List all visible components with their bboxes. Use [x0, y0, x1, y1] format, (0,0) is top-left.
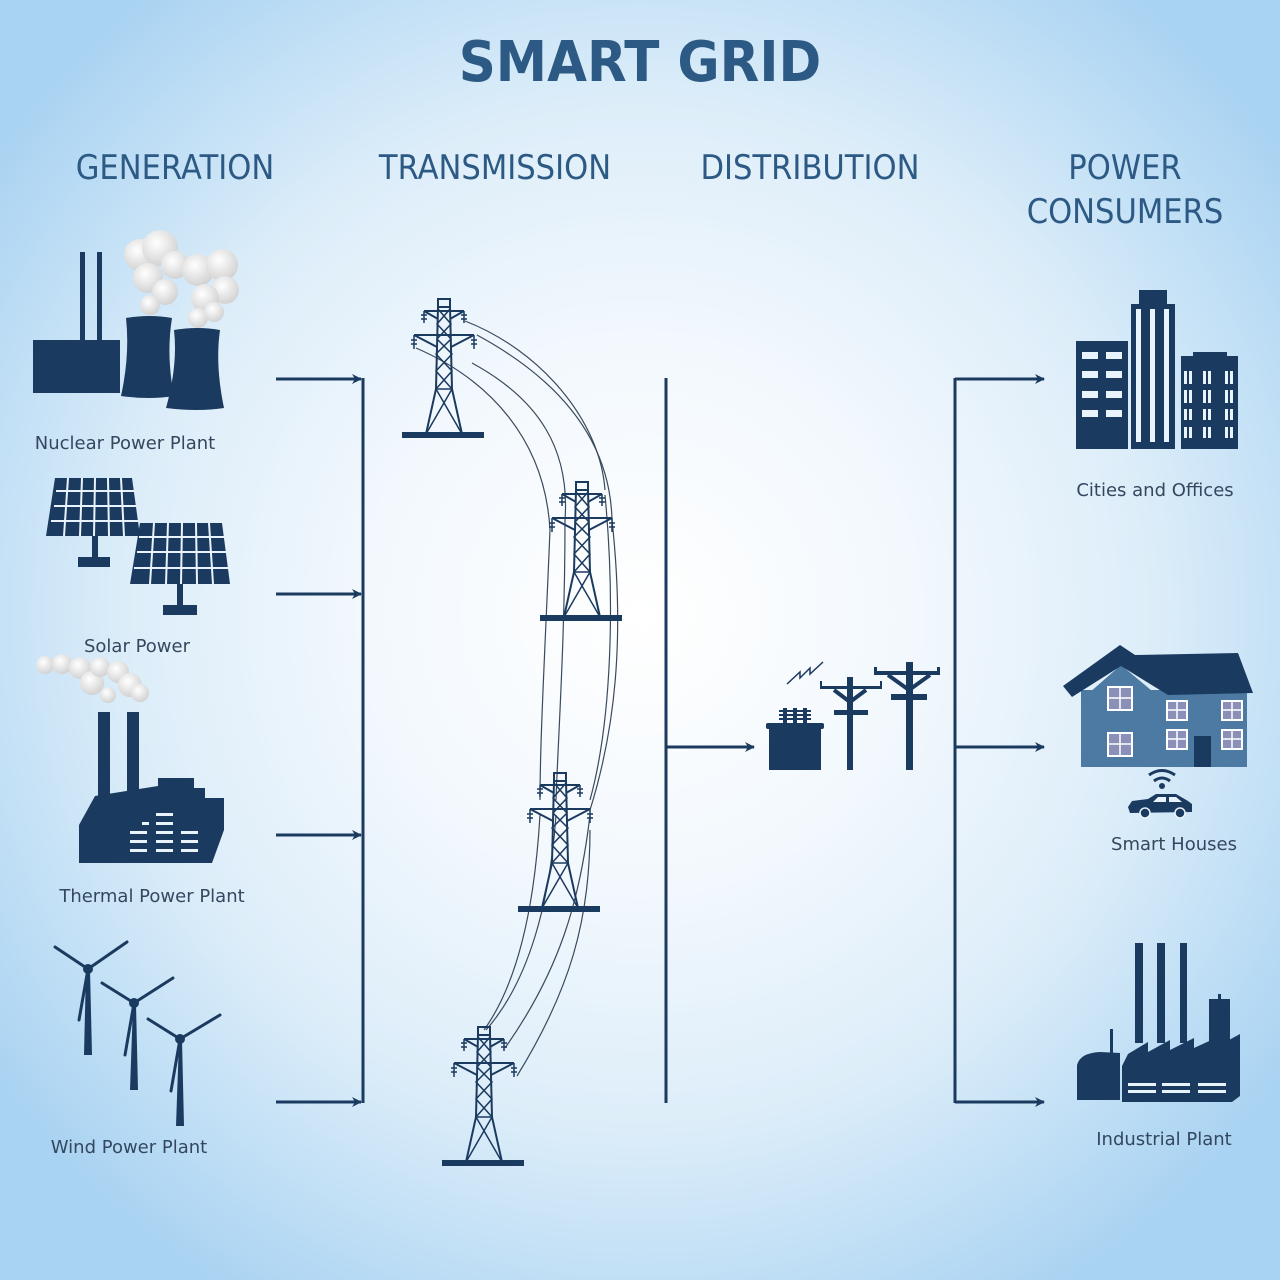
label-smart-houses: Smart Houses — [1111, 834, 1237, 855]
consumer-connectors — [953, 374, 1045, 1107]
wifi-dot-icon — [1159, 783, 1165, 789]
label-solar-power: Solar Power — [83, 636, 190, 657]
column-heading-consumers: POWER CONSUMERS — [1013, 146, 1238, 234]
transmission-tower-icon — [441, 1026, 525, 1167]
label-cities-and-offices: Cities and Offices — [1076, 480, 1234, 501]
label-wind-power-plant: Wind Power Plant — [50, 1137, 208, 1158]
solar-panel-icon — [46, 477, 230, 615]
column-heading-distribution: DISTRIBUTION — [700, 148, 920, 188]
transmission-tower-icon — [539, 481, 623, 622]
transmission-wires — [415, 320, 619, 1077]
column-heading-transmission: TRANSMISSION — [378, 148, 612, 188]
nuclear-plant-icon — [33, 230, 239, 410]
column-heading-consumers-line1: POWER — [1068, 148, 1182, 188]
distribution-connectors — [664, 378, 755, 1103]
column-heading-generation: GENERATION — [75, 148, 275, 188]
label-nuclear-power-plant: Nuclear Power Plant — [34, 433, 216, 454]
transmission-towers — [401, 298, 623, 1167]
car-icon — [1128, 794, 1192, 819]
smart-house-icon — [1063, 645, 1253, 819]
transmission-tower-icon — [517, 772, 601, 913]
wind-turbine-icon — [53, 940, 222, 1126]
city-buildings-icon — [1076, 290, 1238, 449]
transmission-tower-icon — [401, 298, 485, 439]
transformer-and-poles-icon — [766, 661, 940, 770]
industrial-plant-icon — [1077, 943, 1240, 1102]
wifi-icon — [1148, 769, 1176, 783]
generation-connectors — [276, 374, 365, 1107]
label-industrial-plant: Industrial Plant — [1096, 1129, 1232, 1150]
label-thermal-power-plant: Thermal Power Plant — [59, 886, 245, 907]
column-heading-consumers-line2: CONSUMERS — [1026, 192, 1224, 232]
page-title: SMART GRID — [458, 30, 822, 95]
thermal-plant-icon — [36, 654, 224, 863]
